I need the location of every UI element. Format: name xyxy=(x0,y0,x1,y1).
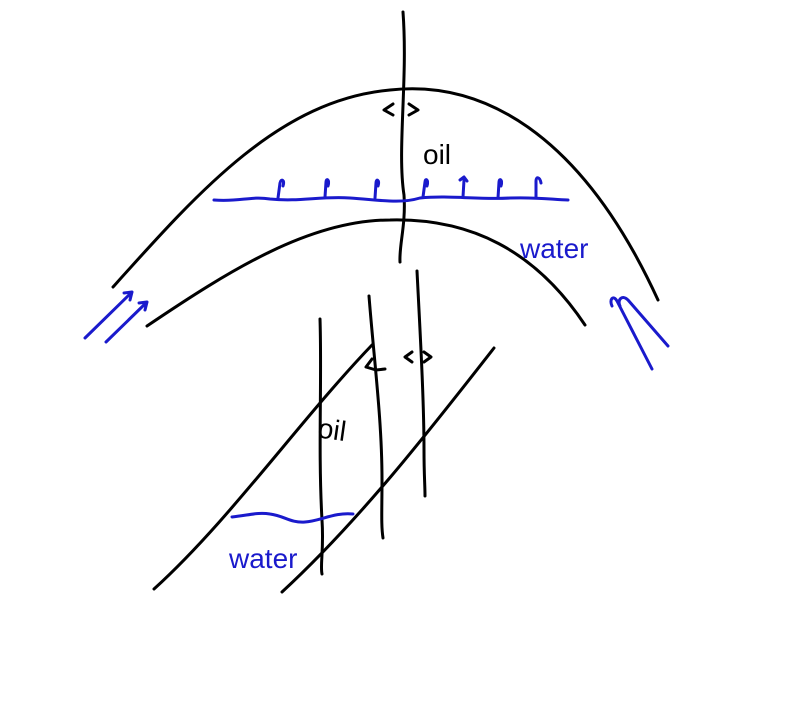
tilted-layer-upper-boundary xyxy=(152,343,374,591)
water-flow-arrows-left xyxy=(83,290,149,344)
water-label-lower: water xyxy=(228,543,297,574)
tilted-layer-lower-boundary xyxy=(280,346,496,594)
oil-migration-arrows-upper xyxy=(276,175,543,200)
oil-label-upper: oil xyxy=(423,139,451,170)
anticline-upper-boundary xyxy=(111,87,660,302)
oil-water-contact-lower xyxy=(230,511,355,524)
tilted-trap: oil water xyxy=(152,269,496,594)
well-marker-lower-right xyxy=(403,350,433,364)
vertical-well-left xyxy=(318,317,325,576)
water-flow-arrows-right xyxy=(609,296,670,371)
well-marker-lower-middle xyxy=(364,357,387,372)
vertical-well-upper xyxy=(398,10,406,264)
oil-water-contact-upper xyxy=(212,195,570,203)
anticline-lower-boundary xyxy=(145,218,587,328)
oil-label-lower: oil xyxy=(316,412,348,447)
water-label-upper: water xyxy=(519,233,588,264)
vertical-well-middle xyxy=(367,294,385,540)
well-marker-upper xyxy=(382,102,420,117)
vertical-well-right xyxy=(415,269,427,498)
anticline-trap: oil water xyxy=(83,10,670,371)
